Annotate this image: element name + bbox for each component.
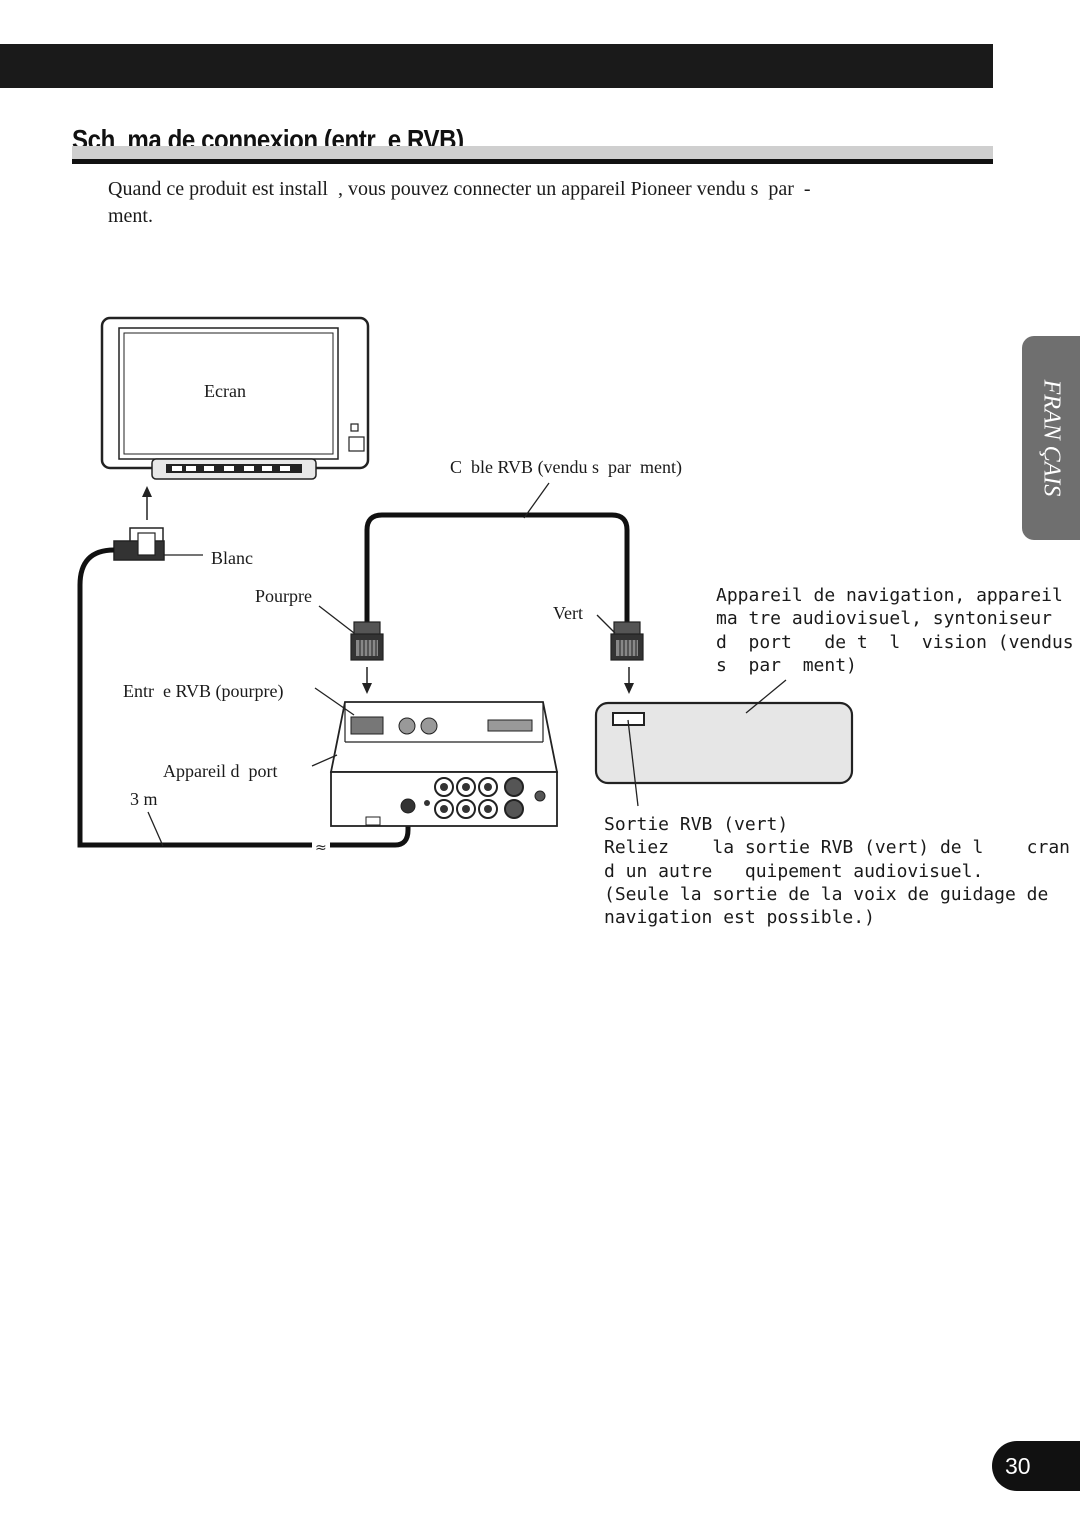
navigation-device-label: Appareil de navigation, appareil ma tre … (716, 585, 1074, 676)
intro-paragraph: Quand ce produit est install , vous pouv… (108, 178, 811, 227)
page-number: 30 (992, 1441, 1080, 1491)
title-underline (72, 146, 993, 159)
white-label: Blanc (211, 548, 253, 568)
remote-unit-illustration (311, 687, 559, 827)
title-underline-dark (72, 159, 993, 164)
purple-label: Pourpre (255, 586, 312, 606)
rgb-input-label: Entr e RVB (pourpre) (123, 681, 284, 701)
screen-label: Ecran (201, 380, 249, 402)
svg-text:≈: ≈ (315, 840, 327, 856)
purple-plug (318, 605, 384, 661)
language-tab: FRAN ÇAIS (1022, 336, 1080, 540)
rgb-output-note: Sortie RVB (vert) Reliez la sortie RVB (… (604, 814, 1070, 929)
header-bar (0, 44, 993, 88)
cable-length-label: 3 m (130, 789, 158, 809)
white-connector (113, 527, 203, 561)
remote-unit-label: Appareil d port (163, 761, 278, 781)
navigation-device-illustration (594, 679, 854, 807)
green-plug (596, 614, 644, 661)
green-label: Vert (553, 603, 583, 623)
rgb-cable-label: C ble RVB (vendu s par ment) (450, 457, 683, 477)
